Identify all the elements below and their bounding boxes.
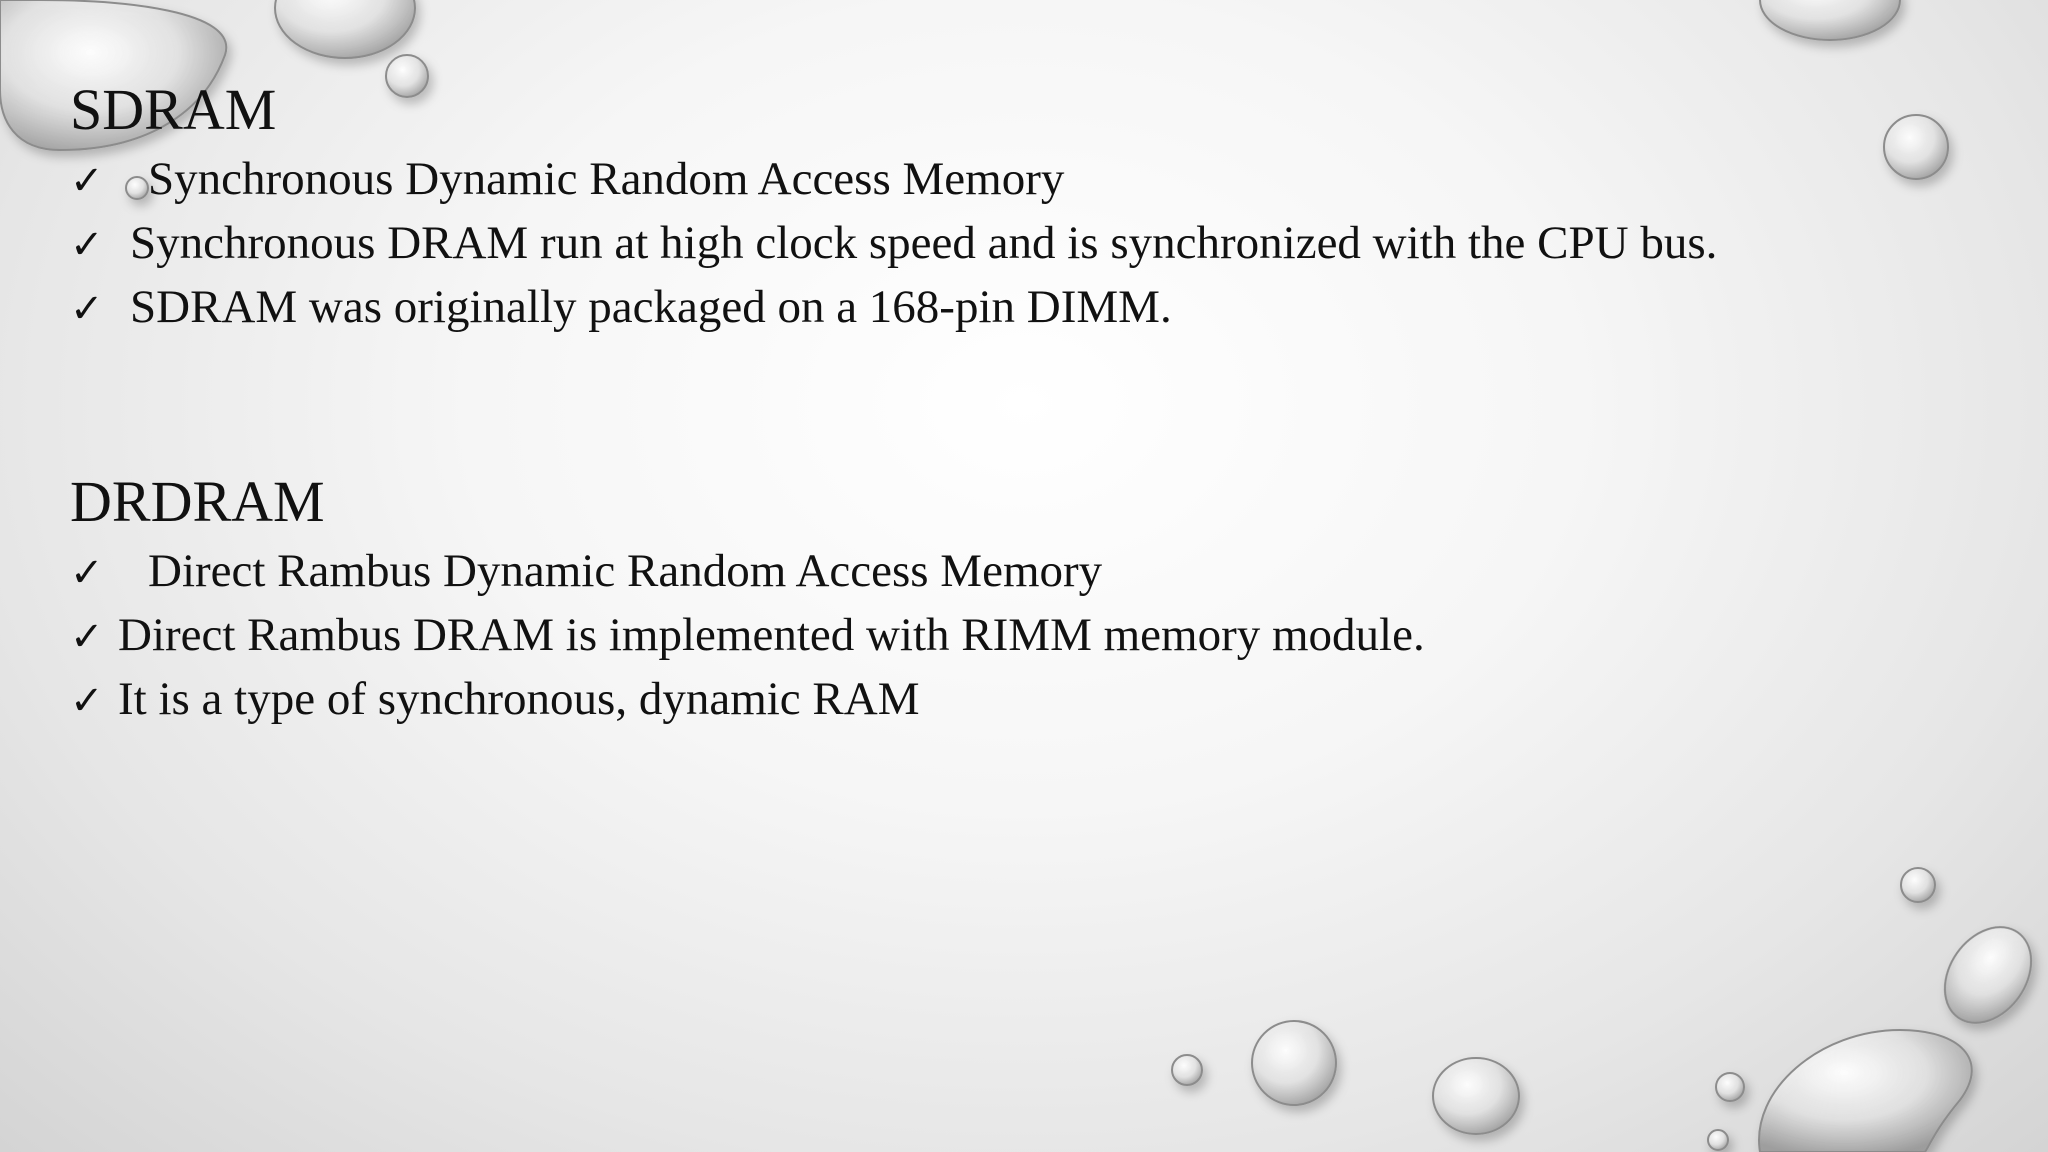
check-icon: ✓ — [70, 614, 104, 659]
bullet-text: SDRAM was originally packaged on a 168-p… — [130, 281, 1172, 333]
bullet-text: Synchronous Dynamic Random Access Memory — [148, 153, 1065, 205]
water-drop-icon — [1715, 1072, 1745, 1102]
check-icon: ✓ — [70, 158, 104, 203]
water-drop-icon — [1758, 1028, 1973, 1152]
section-title-drdram: DRDRAM — [70, 469, 325, 534]
list-item: ✓ Synchronous Dynamic Random Access Memo… — [70, 148, 1970, 212]
slide-content: SDRAM ✓ Synchronous Dynamic Random Acces… — [70, 72, 1970, 732]
list-item: ✓ Synchronous DRAM run at high clock spe… — [70, 212, 1970, 276]
water-drop-icon — [1432, 1057, 1520, 1135]
water-drop-icon — [1707, 1129, 1729, 1151]
water-drop-icon — [1759, 0, 1901, 41]
sdram-bullet-list: ✓ Synchronous Dynamic Random Access Memo… — [70, 148, 1970, 340]
bullet-text: Synchronous DRAM run at high clock speed… — [130, 217, 1718, 269]
list-item: ✓ SDRAM was originally packaged on a 168… — [70, 276, 1970, 340]
check-icon: ✓ — [70, 222, 104, 267]
water-drop-icon — [1943, 926, 2033, 1024]
section-title-sdram: SDRAM — [70, 77, 277, 142]
check-icon: ✓ — [70, 678, 104, 723]
sdram-section: SDRAM ✓ Synchronous Dynamic Random Acces… — [70, 72, 1970, 340]
water-drop-icon — [1171, 1054, 1203, 1086]
water-drop-icon — [274, 0, 416, 59]
list-item: ✓ It is a type of synchronous, dynamic R… — [70, 668, 1970, 732]
drdram-bullet-list: ✓ Direct Rambus Dynamic Random Access Me… — [70, 540, 1970, 732]
water-drop-icon — [1900, 867, 1936, 903]
drdram-section: DRDRAM ✓ Direct Rambus Dynamic Random Ac… — [70, 464, 1970, 732]
check-icon: ✓ — [70, 550, 104, 595]
section-spacer — [70, 340, 1970, 464]
bullet-text: Direct Rambus DRAM is implemented with R… — [118, 609, 1425, 661]
check-icon: ✓ — [70, 286, 104, 331]
bullet-text: Direct Rambus Dynamic Random Access Memo… — [148, 545, 1103, 597]
bullet-text: It is a type of synchronous, dynamic RAM — [118, 673, 920, 725]
water-drop-icon — [1251, 1020, 1337, 1106]
list-item: ✓ Direct Rambus DRAM is implemented with… — [70, 604, 1970, 668]
list-item: ✓ Direct Rambus Dynamic Random Access Me… — [70, 540, 1970, 604]
